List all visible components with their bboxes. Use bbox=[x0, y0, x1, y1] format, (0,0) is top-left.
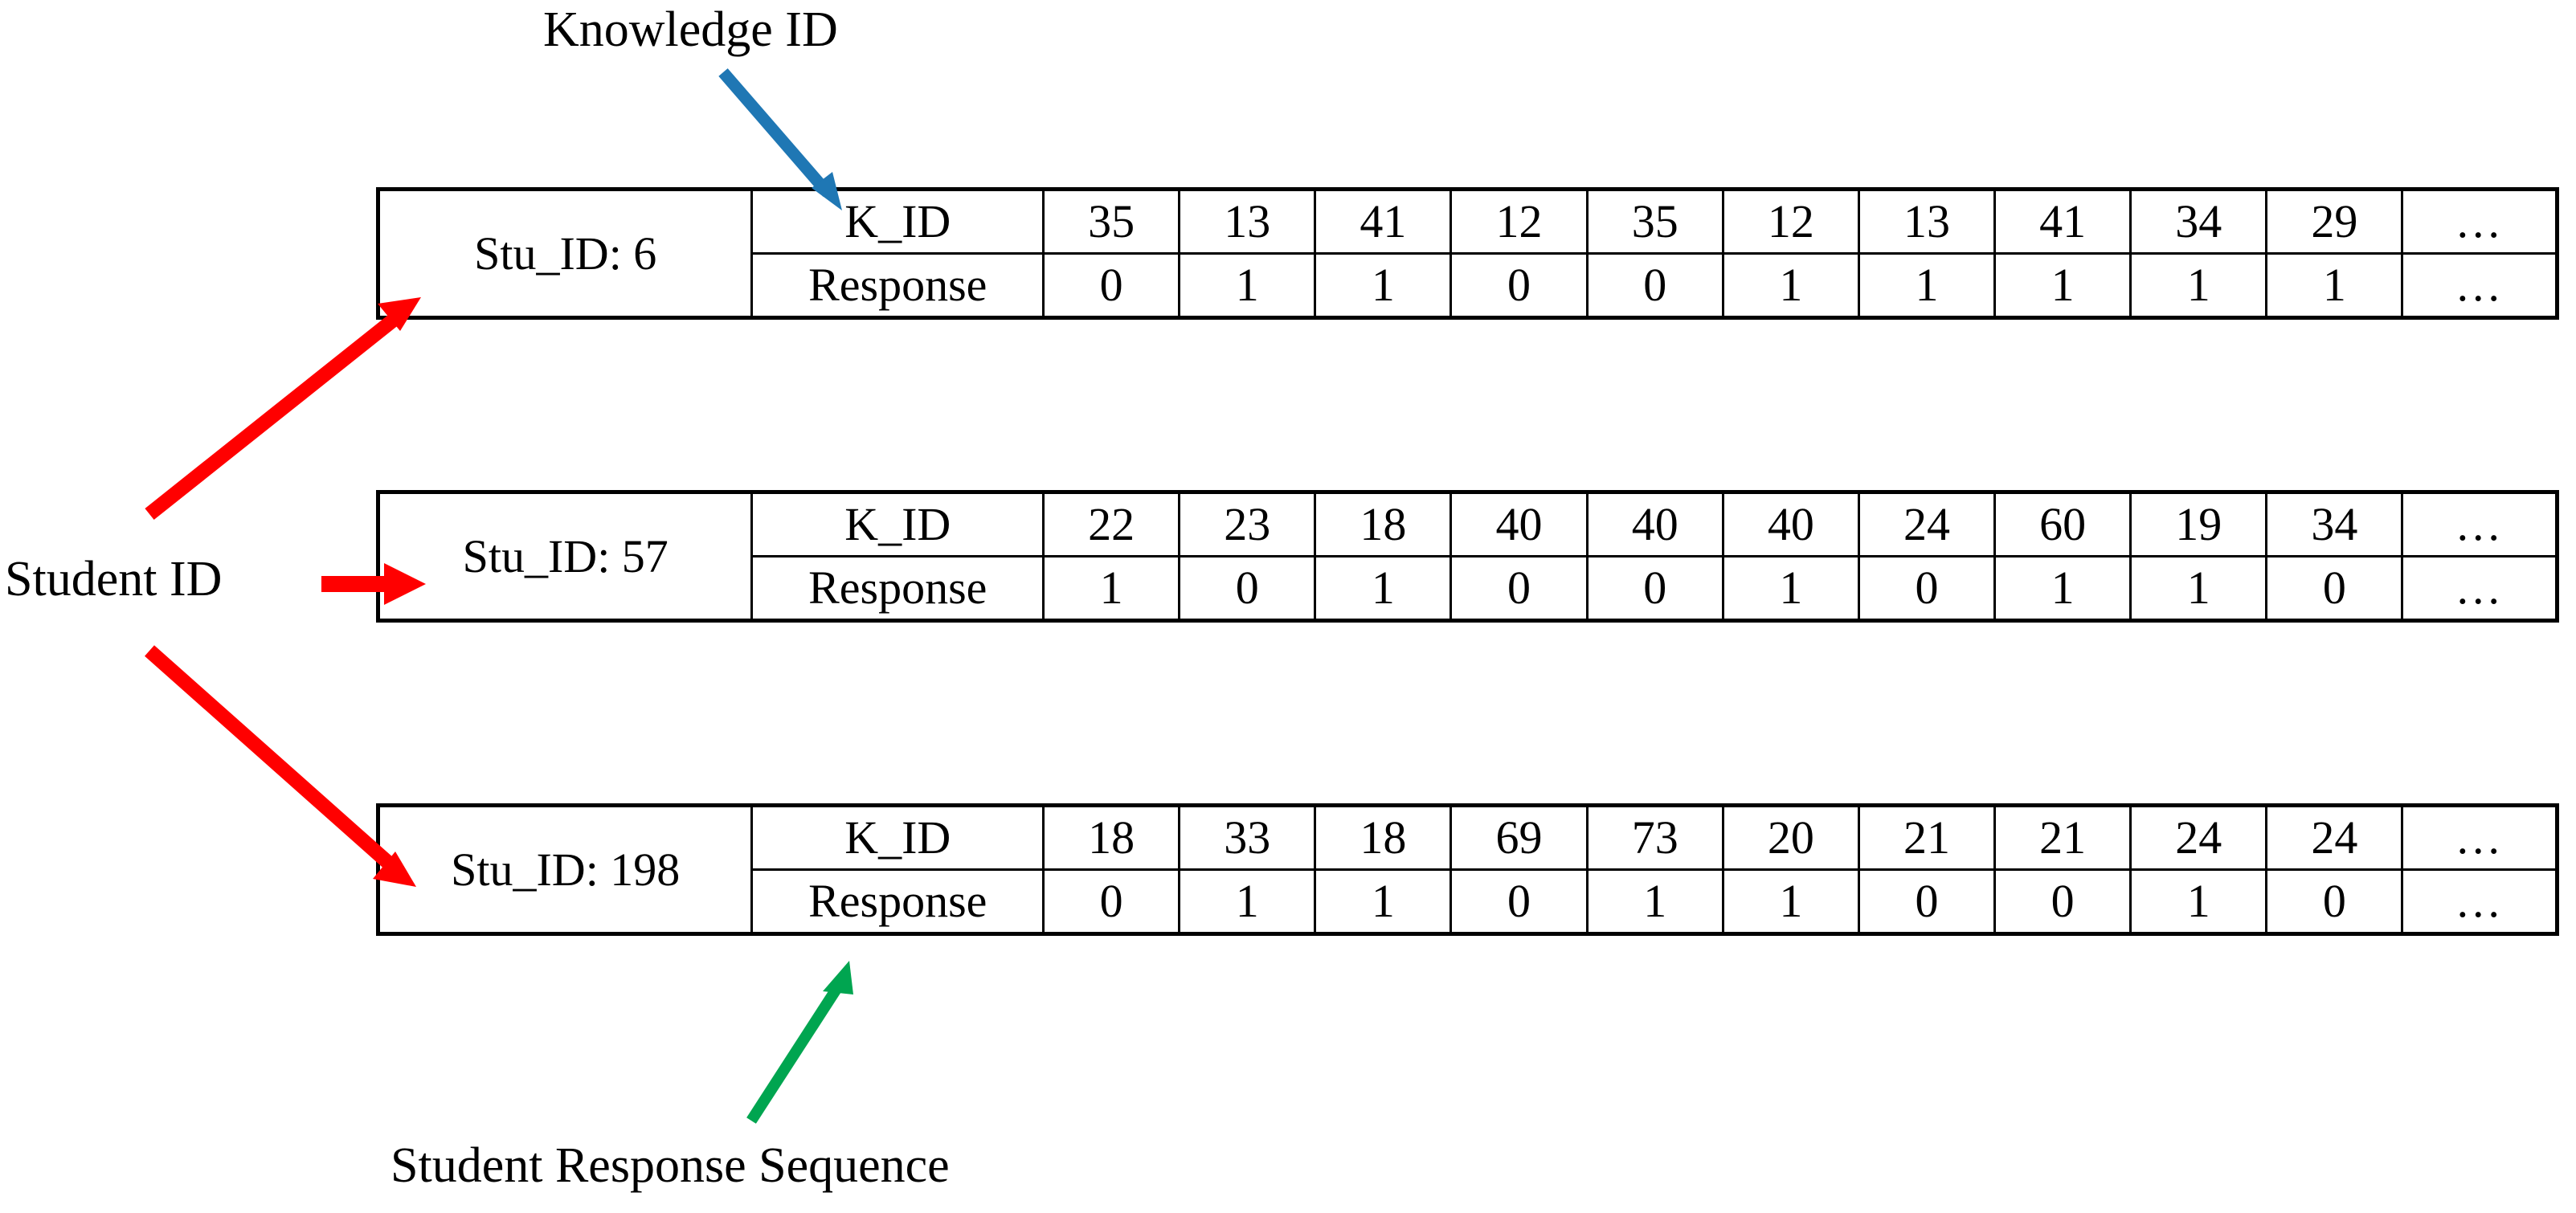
table-row: Stu_ID: 198 K_ID 18 33 18 69 73 20 21 21… bbox=[378, 804, 2558, 934]
table-row: Response 0 1 1 0 0 1 1 1 1 1 … bbox=[378, 252, 2558, 319]
response-cell: 1 bbox=[1721, 555, 1860, 622]
kid-cell: 24 bbox=[1857, 491, 1997, 557]
student-record-table: Stu_ID: 6 K_ID 35 13 41 12 35 12 13 41 3… bbox=[376, 187, 2559, 320]
table-row: Response 1 0 1 0 0 1 0 1 1 0 … bbox=[378, 555, 2558, 622]
response-cell: 1 bbox=[1993, 252, 2132, 319]
response-cell: 1 bbox=[2129, 868, 2268, 935]
response-cell: 1 bbox=[2129, 252, 2268, 319]
kid-cell: 19 bbox=[2129, 491, 2268, 557]
student-id-cell: Stu_ID: 6 bbox=[378, 189, 754, 318]
kid-ellipsis-cell: … bbox=[2401, 188, 2558, 255]
table-row: Response 0 1 1 0 1 1 0 0 1 0 … bbox=[378, 868, 2558, 935]
kid-cell: 21 bbox=[1857, 804, 1997, 871]
knowledge-id-label: Knowledge ID bbox=[543, 2, 838, 57]
student-id-cell: Stu_ID: 198 bbox=[378, 805, 754, 934]
kid-cell: 18 bbox=[1042, 804, 1181, 871]
student-id-arrow-top bbox=[145, 297, 421, 521]
response-ellipsis-cell: … bbox=[2401, 868, 2558, 935]
kid-cell: 34 bbox=[2265, 491, 2404, 557]
kid-cell: 23 bbox=[1178, 491, 1317, 557]
response-cell: 0 bbox=[1450, 555, 1589, 622]
kid-cell: 41 bbox=[1993, 188, 2132, 255]
kid-cell: 41 bbox=[1314, 188, 1453, 255]
response-cell: 1 bbox=[1993, 555, 2132, 622]
response-ellipsis-cell: … bbox=[2401, 252, 2558, 319]
kid-cell: 13 bbox=[1178, 188, 1317, 255]
kid-cell: 20 bbox=[1721, 804, 1860, 871]
student-id-cell: Stu_ID: 57 bbox=[378, 492, 754, 621]
response-cell: 1 bbox=[1314, 868, 1453, 935]
kid-cell: 69 bbox=[1450, 804, 1589, 871]
table-row: Stu_ID: 6 K_ID 35 13 41 12 35 12 13 41 3… bbox=[378, 188, 2558, 318]
kid-cell: 40 bbox=[1721, 491, 1860, 557]
response-cell: 1 bbox=[1857, 252, 1997, 319]
response-cell: 0 bbox=[1042, 252, 1181, 319]
kid-cell: 40 bbox=[1585, 491, 1724, 557]
kid-cell: 18 bbox=[1314, 491, 1453, 557]
response-cell: 0 bbox=[2265, 555, 2404, 622]
response-cell: 0 bbox=[1178, 555, 1317, 622]
kid-cell: 12 bbox=[1450, 188, 1589, 255]
response-cell: 1 bbox=[2129, 555, 2268, 622]
student-response-sequence-arrow bbox=[746, 961, 853, 1124]
kid-cell: 29 bbox=[2265, 188, 2404, 255]
kid-cell: 73 bbox=[1585, 804, 1724, 871]
response-cell: 0 bbox=[1450, 252, 1589, 319]
student-id-label: Student ID bbox=[5, 552, 223, 606]
kid-cell: 13 bbox=[1857, 188, 1997, 255]
response-cell: 1 bbox=[2265, 252, 2404, 319]
kid-ellipsis-cell: … bbox=[2401, 491, 2558, 557]
response-cell: 0 bbox=[1450, 868, 1589, 935]
response-cell: 1 bbox=[1314, 555, 1453, 622]
kid-cell: 22 bbox=[1042, 491, 1181, 557]
row-label-kid: K_ID bbox=[750, 804, 1045, 871]
response-cell: 0 bbox=[1857, 868, 1997, 935]
kid-cell: 12 bbox=[1721, 188, 1860, 255]
response-ellipsis-cell: … bbox=[2401, 555, 2558, 622]
response-cell: 1 bbox=[1178, 252, 1317, 319]
kid-cell: 35 bbox=[1585, 188, 1724, 255]
table-row: Stu_ID: 57 K_ID 22 23 18 40 40 40 24 60 … bbox=[378, 491, 2558, 621]
kid-cell: 24 bbox=[2265, 804, 2404, 871]
response-cell: 1 bbox=[1314, 252, 1453, 319]
response-cell: 0 bbox=[1042, 868, 1181, 935]
response-cell: 0 bbox=[1993, 868, 2132, 935]
kid-cell: 40 bbox=[1450, 491, 1589, 557]
row-label-kid: K_ID bbox=[750, 491, 1045, 557]
kid-ellipsis-cell: … bbox=[2401, 804, 2558, 871]
kid-cell: 60 bbox=[1993, 491, 2132, 557]
response-cell: 1 bbox=[1721, 868, 1860, 935]
kid-cell: 18 bbox=[1314, 804, 1453, 871]
response-cell: 0 bbox=[1857, 555, 1997, 622]
response-cell: 0 bbox=[2265, 868, 2404, 935]
response-cell: 0 bbox=[1585, 252, 1724, 319]
row-label-response: Response bbox=[750, 868, 1045, 935]
response-cell: 1 bbox=[1042, 555, 1181, 622]
response-cell: 0 bbox=[1585, 555, 1724, 622]
response-cell: 1 bbox=[1178, 868, 1317, 935]
response-cell: 1 bbox=[1585, 868, 1724, 935]
response-cell: 1 bbox=[1721, 252, 1860, 319]
kid-cell: 33 bbox=[1178, 804, 1317, 871]
row-label-response: Response bbox=[750, 555, 1045, 622]
row-label-kid: K_ID bbox=[750, 188, 1045, 255]
kid-cell: 24 bbox=[2129, 804, 2268, 871]
row-label-response: Response bbox=[750, 252, 1045, 319]
kid-cell: 35 bbox=[1042, 188, 1181, 255]
kid-cell: 21 bbox=[1993, 804, 2132, 871]
student-record-table: Stu_ID: 198 K_ID 18 33 18 69 73 20 21 21… bbox=[376, 803, 2559, 936]
kid-cell: 34 bbox=[2129, 188, 2268, 255]
student-record-table: Stu_ID: 57 K_ID 22 23 18 40 40 40 24 60 … bbox=[376, 490, 2559, 623]
student-response-sequence-label: Student Response Sequence bbox=[390, 1138, 950, 1193]
